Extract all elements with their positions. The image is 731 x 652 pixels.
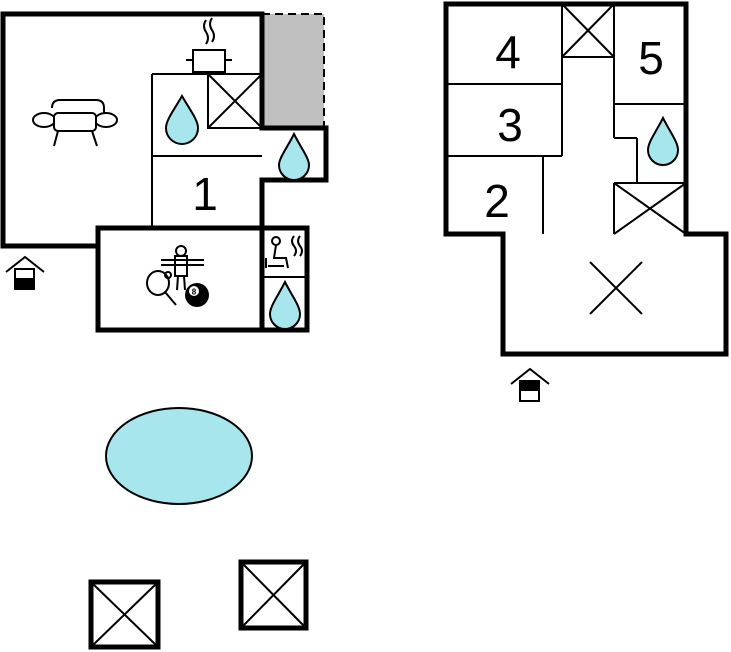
- water-drop-icon: [277, 131, 311, 181]
- stove-icon: [186, 17, 232, 73]
- water-drop-icon: [268, 279, 302, 330]
- water-drop-icon: [646, 115, 680, 166]
- right-building-wall: [443, 1, 729, 357]
- terrace-cross-b: [589, 261, 643, 315]
- table-tennis-icon: [146, 270, 177, 306]
- left-building: 1: [0, 11, 329, 333]
- foosball-icon: [161, 245, 204, 291]
- room-3-label: 3: [497, 99, 523, 151]
- room-2-label: 2: [484, 175, 510, 227]
- entrance-icon: [510, 367, 550, 402]
- carport-area: [262, 14, 324, 128]
- room-5-label: 5: [638, 32, 664, 84]
- right-building: 4 5 3 2: [443, 1, 729, 402]
- storage-3-cross-b: [613, 182, 687, 235]
- sofa-icon: [32, 99, 118, 147]
- room-1-label: 1: [192, 168, 218, 220]
- sauna-icon: [265, 235, 303, 269]
- billiard-ball-number: 8: [192, 288, 197, 297]
- entrance-icon: [5, 255, 45, 290]
- storage-cross-icon: [88, 579, 161, 650]
- water-drop-icon: [164, 93, 200, 145]
- carport-dashed-edge: [262, 13, 325, 128]
- storage-cross-icon: [238, 559, 309, 631]
- room-4-label: 4: [495, 26, 521, 78]
- storage-1: [207, 73, 263, 129]
- pool-icon: [105, 407, 253, 505]
- storage-2-cross-b: [561, 3, 615, 58]
- storage-1-cross-b: [207, 73, 263, 129]
- billiard-ball-icon: 8: [185, 283, 209, 307]
- games-room-wall: [95, 225, 310, 333]
- right-inner-walls: [446, 4, 686, 234]
